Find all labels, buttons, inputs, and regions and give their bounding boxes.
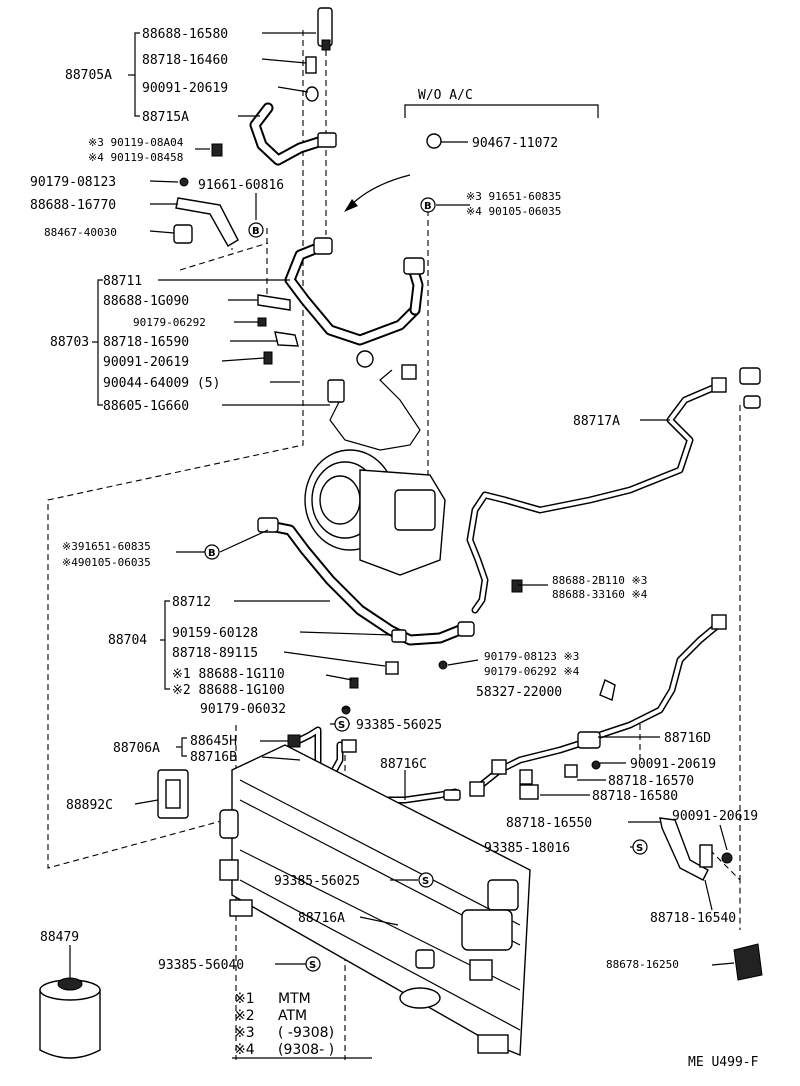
legend-mark: ※1 [234,991,255,1007]
group-label: 88706A [113,741,160,756]
part-label: 88718-89115 [172,646,258,661]
part-label: 93385-56025 [356,718,442,733]
legend-text: MTM [278,991,311,1007]
part-label: 88718-16540 [650,911,736,926]
part-label: 93385-56040 [158,958,244,973]
legend-mark: ※3 [234,1025,255,1041]
part-label: 88711 [103,274,142,289]
svg-text:S: S [338,720,345,731]
part-label: 88716C [380,757,427,772]
part-label: 88678-16250 [606,958,679,971]
circle-markers: B B B S S S S [204,197,648,972]
legend: ※1 MTM ※2 ATM ※3 ( -9308) ※4 (9308- ) [232,991,372,1059]
compressor-drawing [304,449,446,576]
group-brackets [92,32,187,757]
oil-can-drawing [39,977,101,1059]
wo-ac-bracket: W/O A/C [344,88,599,212]
part-label: 88479 [40,930,79,945]
leader-lines [69,32,735,978]
svg-text:S: S [422,876,429,887]
part-label: 88645H [190,734,237,749]
part-label: 90044-64009 (5) [103,376,220,391]
part-label: ※490105-06035 [62,556,151,569]
svg-text:S: S [636,843,643,854]
s-marker: S [632,839,648,855]
part-label: 88717A [573,414,620,429]
part-label: 88605-1G660 [103,399,189,414]
part-label: 91661-60816 [198,178,284,193]
diagram-code: ME U499-F [688,1055,759,1070]
part-label: 88688-16770 [30,198,116,213]
part-label: 88892C [66,798,113,813]
group-label: 88703 [50,335,89,350]
part-label: ※3 90119-08A04 [88,136,184,149]
part-labels: 88688-16580 88718-16460 88705A 90091-206… [30,27,758,973]
b-marker: B [420,197,436,213]
legend-text: (9308- ) [278,1042,334,1058]
condenser-drawing [219,744,531,1057]
part-label: 93385-56025 [274,874,360,889]
svg-text:B: B [252,226,260,237]
part-label: 90179-06032 [200,702,286,717]
parts [39,7,763,1059]
part-label: 88688-1G090 [103,294,189,309]
b-marker: B [204,544,220,560]
s-marker: S [305,956,321,972]
part-label: 90467-11072 [472,136,558,151]
part-label: ※4 90119-08458 [88,151,183,164]
part-label: 88688-2B110 ※3 [552,574,647,587]
hoses [249,102,724,966]
part-label: 90179-06292 ※4 [484,665,580,678]
group-label: 88705A [65,68,112,83]
part-label: ※1 88688-1G110 [172,667,285,682]
part-label: 88716D [664,731,711,746]
part-label: 88718-16550 [506,816,592,831]
part-label: 88718-16590 [103,335,189,350]
part-label: 90091-20619 [142,81,228,96]
part-label: 90091-20619 [672,809,758,824]
s-marker: S [334,716,350,732]
part-label: ※2 88688-1G100 [172,683,285,698]
part-label: 88718-16570 [608,774,694,789]
svg-text:B: B [424,201,432,212]
part-label: 88718-16460 [142,53,228,68]
legend-text: ( -9308) [278,1025,334,1041]
s-marker: S [418,872,434,888]
part-label: 88718-16580 [592,789,678,804]
legend-mark: ※4 [234,1042,255,1058]
part-label: 88715A [142,110,189,125]
part-label: 88716B [190,750,237,765]
legend-mark: ※2 [234,1008,255,1024]
part-label: 90091-20619 [630,757,716,772]
svg-text:S: S [309,960,316,971]
part-label: 93385-18016 [484,841,570,856]
part-label: 88467-40030 [44,226,117,239]
part-label: ※3 91651-60835 [466,190,561,203]
part-label: ※4 90105-06035 [466,205,561,218]
group-label: 88704 [108,633,147,648]
part-label: 88716A [298,911,345,926]
part-label: 90091-20619 [103,355,189,370]
part-label: 88688-16580 [142,27,228,42]
part-label: 90159-60128 [172,626,258,641]
part-label: 88688-33160 ※4 [552,588,648,601]
wo-ac-label: W/O A/C [418,88,473,103]
part-label: 90179-08123 ※3 [484,650,579,663]
svg-text:B: B [208,548,216,559]
part-label: ※391651-60835 [62,540,151,553]
part-label: 90179-08123 [30,175,116,190]
b-marker: B [248,222,264,238]
legend-text: ATM [278,1008,307,1024]
part-label: 58327-22000 [476,685,562,700]
part-label: 88712 [172,595,211,610]
part-label: 90179-06292 [133,316,206,329]
